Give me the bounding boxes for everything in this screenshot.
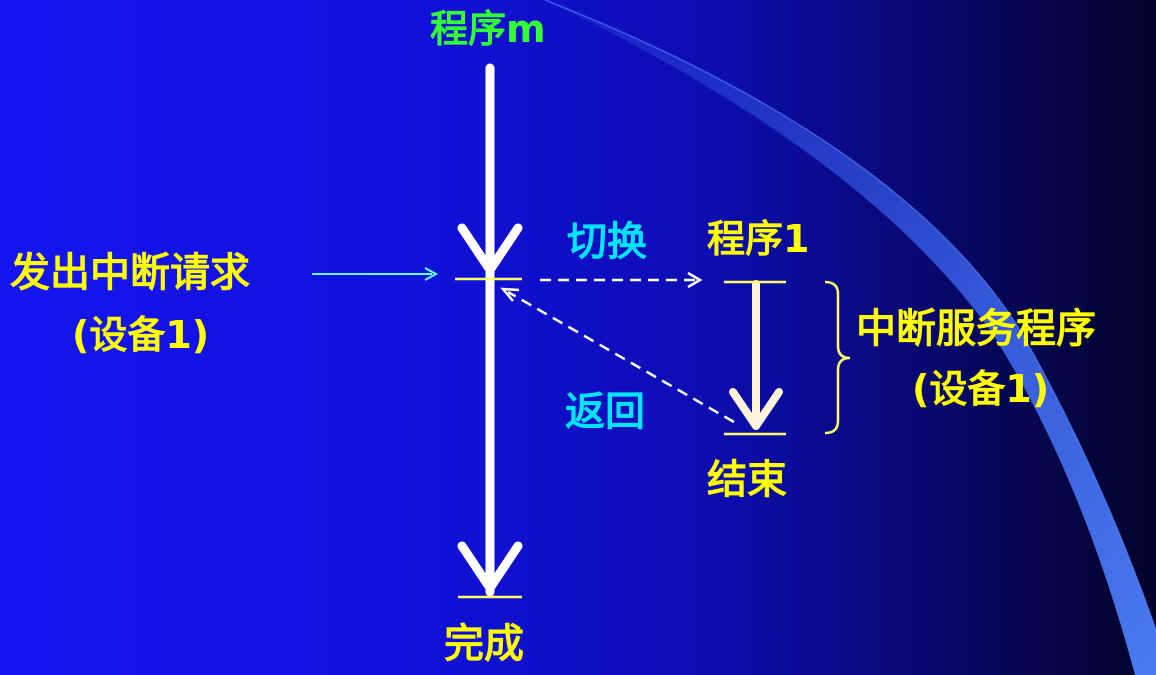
isr-brace: [824, 280, 851, 435]
interrupt-request-arrow: [312, 267, 439, 281]
service-routine-arrow: [729, 280, 783, 430]
label-end: 结束: [707, 457, 787, 503]
label-program-1: 程序1: [707, 217, 810, 261]
arrowhead-upper: [457, 223, 523, 275]
switch-dashed-arrow: [540, 271, 703, 289]
swoosh-edge-line: [544, 0, 1156, 631]
label-switch: 切换: [567, 219, 647, 265]
label-device-left: (设备1): [72, 313, 210, 357]
label-return: 返回: [565, 389, 645, 435]
tick-marks: [455, 277, 786, 599]
label-program-m: 程序m: [430, 7, 546, 51]
return-dashed-arrow: [500, 287, 735, 424]
main-program-arrow: [457, 63, 523, 597]
arrowhead-service: [729, 388, 783, 430]
label-device-right: (设备1): [912, 367, 1050, 411]
label-isr: 中断服务程序: [856, 306, 1096, 352]
label-complete: 完成: [444, 621, 524, 667]
label-interrupt-request: 发出中断请求: [10, 250, 250, 296]
arrowhead-lower: [457, 541, 523, 593]
